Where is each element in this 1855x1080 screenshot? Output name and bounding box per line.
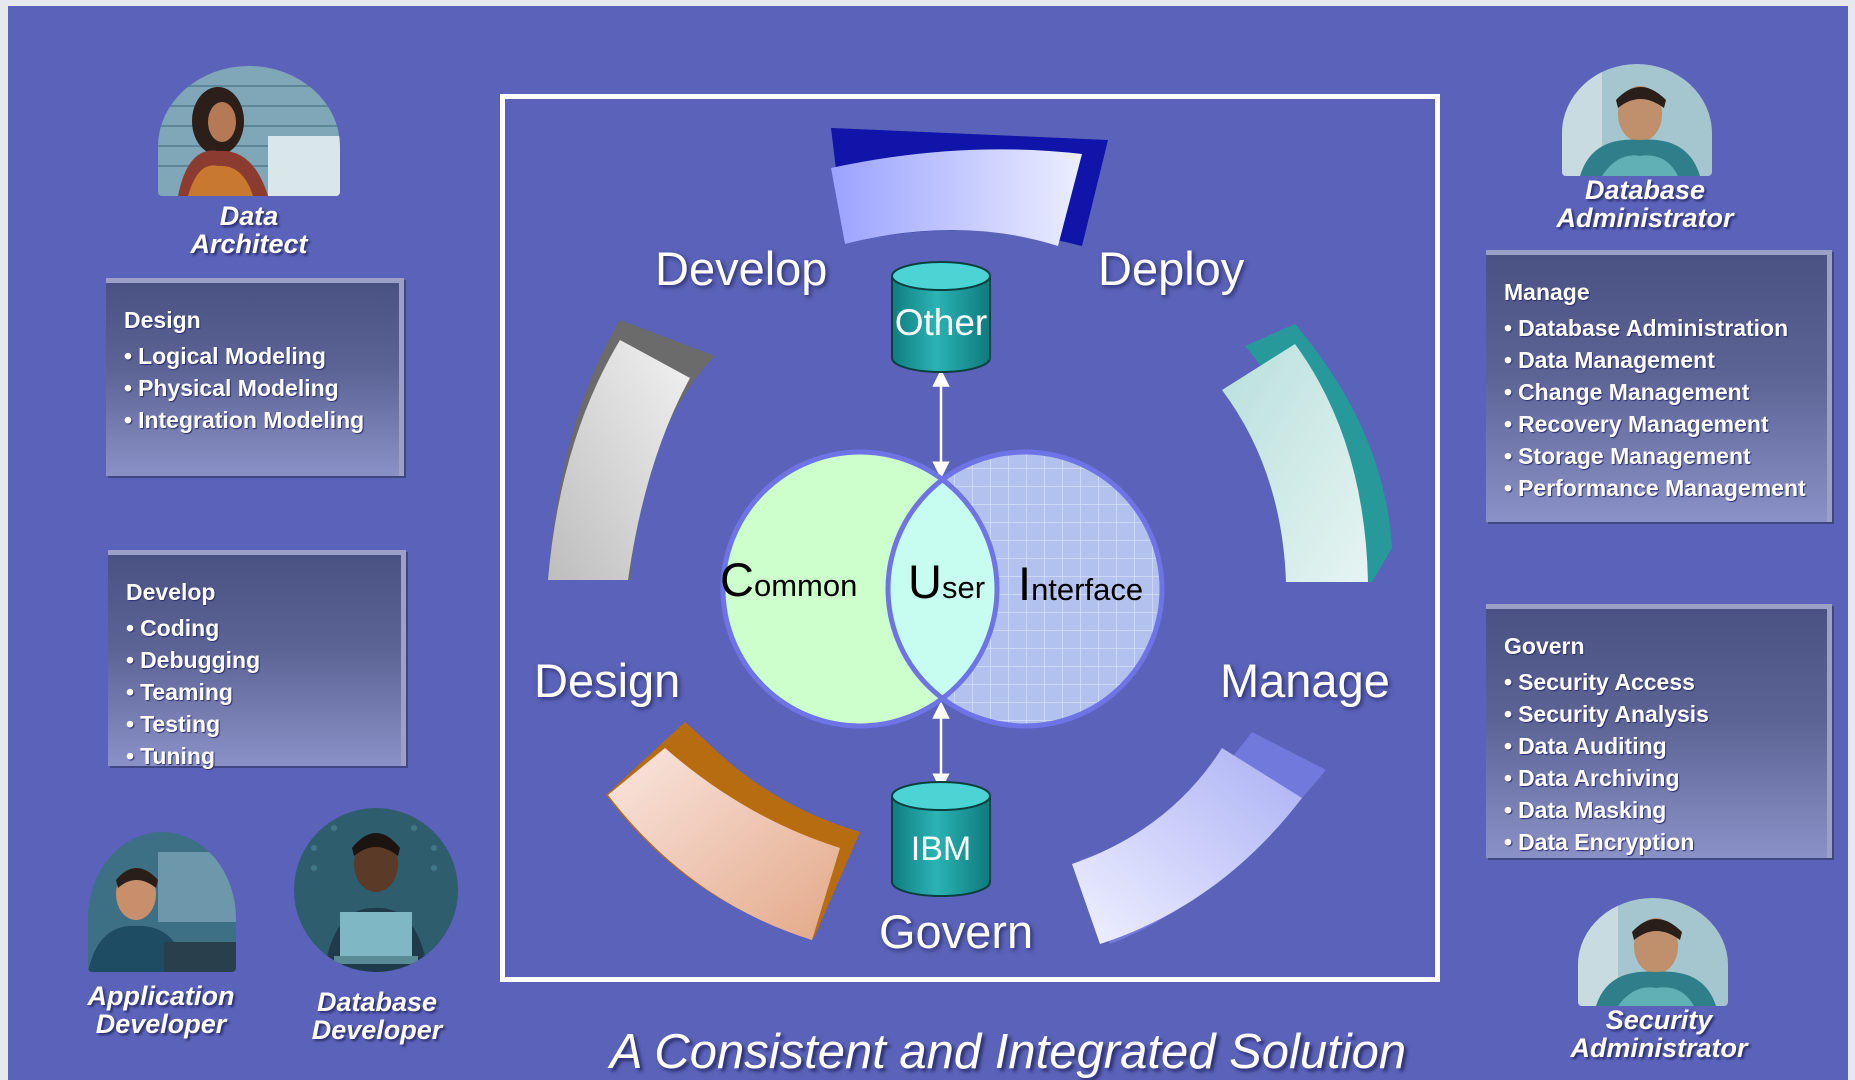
application-developer-label: Application Developer — [87, 981, 235, 1039]
slide: Data Architect Design Logical Modeling P… — [8, 6, 1848, 1080]
develop-item: Teaming — [126, 676, 401, 708]
cycle-segment-right-face — [1222, 344, 1368, 582]
develop-item: Testing — [126, 708, 401, 740]
database-administrator-label: Database Administrator — [1556, 175, 1734, 233]
tagline: A Consistent and Integrated Solution — [609, 1025, 1407, 1079]
manage-tasks-panel: Manage Database Administration Data Mana… — [1486, 250, 1832, 522]
security-administrator-label: Security Administrator — [1570, 1005, 1748, 1063]
manage-item: Recovery Management — [1504, 408, 1827, 440]
security-administrator-photo — [1578, 898, 1728, 1006]
develop-label: Develop — [655, 242, 827, 295]
govern-item: Data Archiving — [1504, 762, 1827, 794]
cycle-segment-bottom-right-face — [1072, 748, 1302, 944]
other-database: Other — [891, 261, 991, 373]
lifecycle-diagram: Develop Deploy Design Manage Govern Othe… — [534, 128, 1392, 958]
govern-panel-title: Govern — [1504, 633, 1585, 659]
database-developer-photo — [294, 808, 458, 972]
design-tasks-panel: Design Logical Modeling Physical Modelin… — [106, 278, 404, 476]
manage-item: Data Management — [1504, 344, 1827, 376]
manage-item: Database Administration — [1504, 312, 1827, 344]
govern-item: Data Auditing — [1504, 730, 1827, 762]
database-administrator-photo — [1562, 64, 1712, 176]
develop-tasks-panel: Develop Coding Debugging Teaming Testing… — [108, 550, 406, 769]
design-panel-title: Design — [124, 307, 201, 333]
design-item: Physical Modeling — [124, 372, 399, 404]
lifecycle-frame — [500, 94, 1440, 982]
user-label: User — [908, 555, 985, 608]
manage-item: Storage Management — [1504, 440, 1827, 472]
ibm-database-label: IBM — [911, 830, 971, 868]
data-architect-label: Data Architect — [190, 201, 308, 259]
design-item: Integration Modeling — [124, 404, 399, 436]
govern-item: Data Encryption — [1504, 826, 1827, 858]
cycle-segment-bottom-left-face — [608, 748, 840, 940]
data-architect-photo — [158, 66, 340, 196]
govern-item: Data Masking — [1504, 794, 1827, 826]
cycle-segment-top-face — [831, 149, 1082, 246]
other-database-label: Other — [895, 302, 988, 343]
manage-item: Performance Management — [1504, 472, 1827, 504]
develop-item: Debugging — [126, 644, 401, 676]
common-user-interface-venn: Common User Interface — [720, 449, 1165, 729]
design-item: Logical Modeling — [124, 340, 399, 372]
manage-item: Change Management — [1504, 376, 1827, 408]
design-label: Design — [534, 654, 680, 707]
develop-item: Coding — [126, 612, 401, 644]
govern-item: Security Analysis — [1504, 698, 1827, 730]
govern-tasks-panel: Govern Security Access Security Analysis… — [1486, 604, 1832, 858]
deploy-label: Deploy — [1098, 242, 1245, 295]
govern-label: Govern — [879, 905, 1033, 958]
develop-item: Tuning — [126, 740, 401, 772]
develop-panel-title: Develop — [126, 579, 216, 605]
manage-panel-title: Manage — [1504, 279, 1590, 305]
database-developer-label: Database Developer — [311, 987, 443, 1045]
interface-label: Interface — [1018, 557, 1143, 610]
common-label: Common — [720, 553, 857, 606]
application-developer-photo — [88, 832, 236, 972]
ibm-database: IBM — [891, 781, 991, 897]
manage-label: Manage — [1220, 654, 1390, 707]
govern-item: Security Access — [1504, 666, 1827, 698]
cycle-segment-left-face — [548, 340, 690, 580]
